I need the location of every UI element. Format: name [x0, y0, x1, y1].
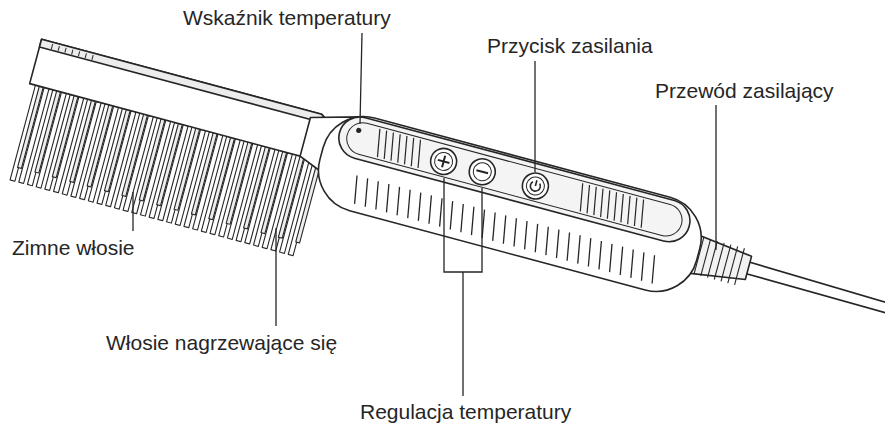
detail-stroke [596, 189, 608, 217]
detail-stroke [626, 250, 638, 278]
detail-stroke [65, 48, 66, 53]
leader-line [534, 61, 535, 172]
detail-stroke [562, 232, 574, 260]
detail-stroke [616, 194, 628, 222]
detail-stroke [51, 44, 52, 49]
detail-stroke [393, 134, 405, 162]
detail-stroke [488, 213, 500, 241]
part-label: Włosie nagrzewające się [106, 331, 337, 355]
detail-stroke [58, 46, 59, 51]
detail-stroke [589, 187, 601, 215]
leader-line [360, 33, 362, 124]
detail-stroke [520, 221, 532, 249]
detail-stroke [647, 255, 659, 283]
part-label: Przycisk zasilania [487, 34, 653, 58]
detail-stroke [477, 210, 489, 238]
detail-stroke [735, 248, 745, 285]
detail-stroke [499, 215, 511, 243]
detail-stroke [78, 51, 79, 56]
detail-stroke [582, 185, 594, 213]
detail-stroke [584, 238, 596, 266]
detail-stroke [392, 187, 404, 215]
detail-stroke [350, 175, 362, 203]
detail-stroke [530, 224, 542, 252]
detail-stroke [424, 195, 436, 223]
detail-stroke [373, 129, 385, 157]
leader-line [132, 192, 133, 231]
detail-stroke [609, 192, 621, 220]
detail-stroke [413, 140, 425, 168]
detail-stroke [630, 198, 642, 226]
detail-stroke [406, 138, 418, 166]
detail-stroke [509, 218, 521, 246]
detail-stroke [371, 181, 383, 209]
part-label: Przewód zasilający [655, 79, 834, 103]
detail-stroke [400, 136, 412, 164]
detail-stroke [360, 178, 372, 206]
leader-line [275, 228, 276, 326]
detail-stroke [456, 204, 468, 232]
detail-stroke [552, 230, 564, 258]
detail-stroke [85, 53, 86, 58]
detail-stroke [541, 227, 553, 255]
detail-stroke [435, 198, 447, 226]
detail-stroke [403, 190, 415, 218]
detail-stroke [605, 244, 617, 272]
part-label: Wskaźnik temperatury [183, 6, 391, 30]
detail-stroke [603, 190, 615, 218]
detail-stroke [573, 235, 585, 263]
detail-stroke [382, 184, 394, 212]
detail-stroke [575, 183, 587, 211]
leader-line [715, 105, 716, 250]
detail-stroke [92, 55, 93, 60]
detail-stroke [72, 50, 73, 55]
part-label: Zimne włosie [12, 236, 135, 260]
detail-stroke [594, 241, 606, 269]
detail-stroke [623, 196, 635, 224]
detail-stroke [386, 132, 398, 160]
part-label: Regulacja temperatury [360, 400, 571, 424]
detail-stroke [637, 252, 649, 280]
detail-stroke [445, 201, 457, 229]
detail-stroke [414, 193, 426, 221]
bristle [296, 161, 322, 243]
detail-stroke [379, 131, 391, 159]
detail-stroke [467, 207, 479, 235]
detail-stroke [636, 199, 648, 227]
bracket-leader [444, 178, 482, 396]
detail-stroke [615, 247, 627, 275]
